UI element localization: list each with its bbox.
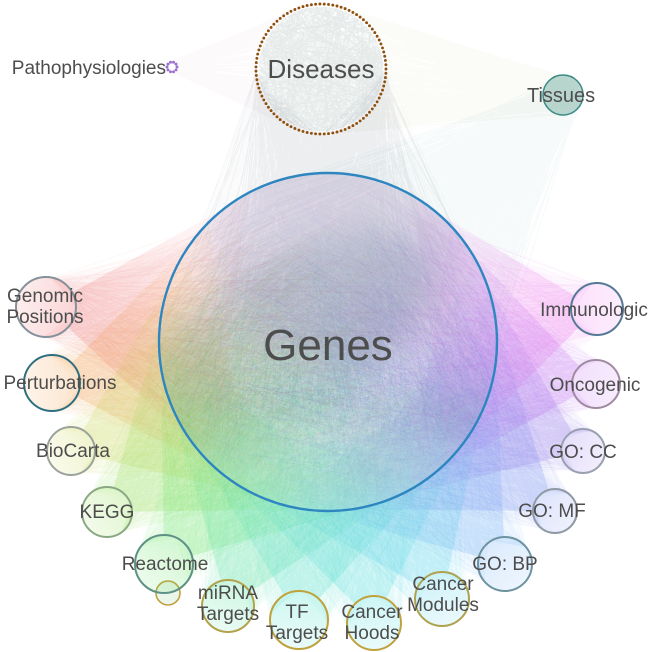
svg-text:GO: BP: GO: BP [472,554,537,575]
svg-text:KEGG: KEGG [80,502,135,523]
svg-text:BioCarta: BioCarta [36,441,110,462]
svg-text:Modules: Modules [407,595,479,616]
svg-text:Positions: Positions [6,307,83,328]
svg-text:miRNA: miRNA [198,583,258,604]
svg-text:TF: TF [285,602,308,623]
svg-text:Targets: Targets [197,604,259,625]
svg-text:Hoods: Hoods [345,623,400,644]
svg-text:Pathophysiologies: Pathophysiologies [12,58,166,79]
svg-text:Perturbations: Perturbations [3,373,116,394]
svg-text:Diseases: Diseases [268,54,375,84]
svg-text:Reactome: Reactome [122,554,209,575]
svg-text:Tissues: Tissues [527,85,595,107]
svg-text:Immunologic: Immunologic [540,300,648,321]
svg-text:GO: CC: GO: CC [549,442,617,463]
svg-text:Genes: Genes [263,321,393,370]
svg-text:Genomic: Genomic [7,286,83,307]
svg-text:Targets: Targets [266,623,328,644]
svg-text:Oncogenic: Oncogenic [550,375,641,396]
svg-text:Cancer: Cancer [412,574,474,595]
svg-text:GO: MF: GO: MF [518,501,586,522]
svg-text:Cancer: Cancer [341,602,403,623]
